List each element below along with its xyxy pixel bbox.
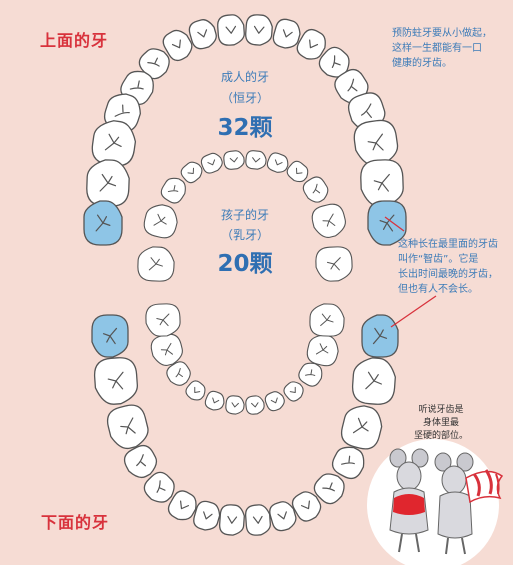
baby-tooth [166, 361, 191, 386]
adult-tooth [167, 490, 197, 521]
baby-tooth [245, 150, 267, 170]
mouse-speech-text: 听说牙齿是 身体里最 坚硬的部位。 [414, 404, 468, 443]
prevention-note: 预防蛀牙要从小做起， 这样一生都能有一口 健康的牙齿。 [392, 26, 492, 71]
adult-tooth [245, 14, 273, 46]
adult-tooth [360, 159, 404, 207]
lower-jaw-label: 下面的牙 [41, 513, 110, 532]
adult-tooth [123, 444, 158, 479]
wisdom-pointer-line [384, 216, 405, 232]
child-upper-jaw [137, 150, 353, 282]
wisdom-tooth [367, 200, 407, 246]
baby-tooth [311, 203, 346, 238]
adult-teeth-subtitle: （恒牙） [220, 91, 270, 105]
mouse-speech-line: 身体里最 [422, 418, 460, 428]
wisdom-tooth-note-line: 叫作“智齿”。它是 [398, 254, 479, 265]
adult-teeth-count: 32颗 [217, 115, 273, 141]
adult-teeth-title: 成人的牙 [220, 70, 270, 84]
baby-tooth [180, 161, 203, 184]
mouse-speech-line: 坚硬的部位。 [413, 431, 469, 441]
wisdom-tooth-note-line: 但也有人不会长。 [398, 284, 478, 295]
child-teeth-subtitle: （乳牙） [220, 228, 270, 242]
mouse-speech-line: 听说牙齿是 [418, 405, 464, 415]
adult-tooth [188, 19, 217, 50]
child-teeth-count: 20颗 [217, 251, 273, 277]
wisdom-tooth [361, 314, 399, 358]
adult-tooth [193, 500, 221, 531]
wisdom-tooth [91, 314, 129, 358]
adult-tooth [219, 504, 245, 536]
baby-tooth [302, 176, 329, 203]
adult-tooth [217, 14, 245, 46]
adult-tooth [94, 357, 138, 405]
wisdom-tooth [83, 200, 123, 246]
baby-tooth [264, 391, 285, 412]
baby-tooth [298, 362, 323, 387]
adult-tooth [353, 119, 399, 167]
prevention-note-line: 这样一生都能有一口 [392, 43, 482, 54]
baby-tooth [266, 152, 289, 173]
baby-tooth [225, 395, 245, 415]
child-teeth-title: 孩子的牙 [220, 208, 270, 222]
baby-tooth [160, 177, 186, 204]
adult-tooth [106, 404, 149, 450]
baby-tooth [204, 390, 225, 411]
baby-tooth [286, 160, 309, 183]
baby-tooth [145, 303, 181, 337]
wisdom-pointer-line [390, 295, 437, 328]
child-lower-jaw [145, 303, 345, 415]
wisdom-tooth-note-line: 这种长在最里面的牙齿 [398, 239, 498, 250]
adult-tooth [318, 46, 350, 78]
adult-tooth [269, 501, 297, 532]
adult-tooth [272, 18, 301, 49]
adult-tooth [340, 405, 383, 450]
adult-upper-jaw [83, 14, 407, 246]
prevention-note-line: 健康的牙齿。 [392, 58, 452, 69]
adult-tooth [245, 504, 271, 536]
adult-tooth [143, 471, 175, 503]
mouse-couple-illustration [367, 439, 504, 565]
baby-tooth [185, 380, 206, 401]
baby-tooth [200, 152, 223, 174]
baby-tooth [306, 334, 339, 367]
baby-tooth [223, 150, 245, 170]
adult-tooth [296, 28, 326, 60]
wisdom-tooth-note: 这种长在最里面的牙齿 叫作“智齿”。它是 长出时间最晚的牙齿， 但也有人不会长。 [398, 237, 498, 297]
upper-jaw-label: 上面的牙 [40, 31, 109, 50]
baby-tooth [245, 395, 265, 415]
prevention-note-line: 预防蛀牙要从小做起， [392, 28, 492, 39]
baby-tooth [137, 246, 175, 282]
baby-tooth [315, 246, 353, 282]
wisdom-tooth-note-line: 长出时间最晚的牙齿， [398, 269, 498, 280]
baby-tooth [309, 303, 345, 337]
adult-tooth [86, 159, 130, 207]
adult-lower-jaw [91, 314, 399, 536]
adult-tooth [313, 473, 345, 505]
adult-tooth [352, 357, 396, 405]
adult-tooth [162, 29, 193, 62]
baby-tooth [143, 204, 178, 239]
baby-tooth [283, 381, 304, 402]
adult-tooth [138, 48, 170, 80]
adult-tooth [291, 491, 322, 522]
adult-tooth [331, 446, 365, 480]
